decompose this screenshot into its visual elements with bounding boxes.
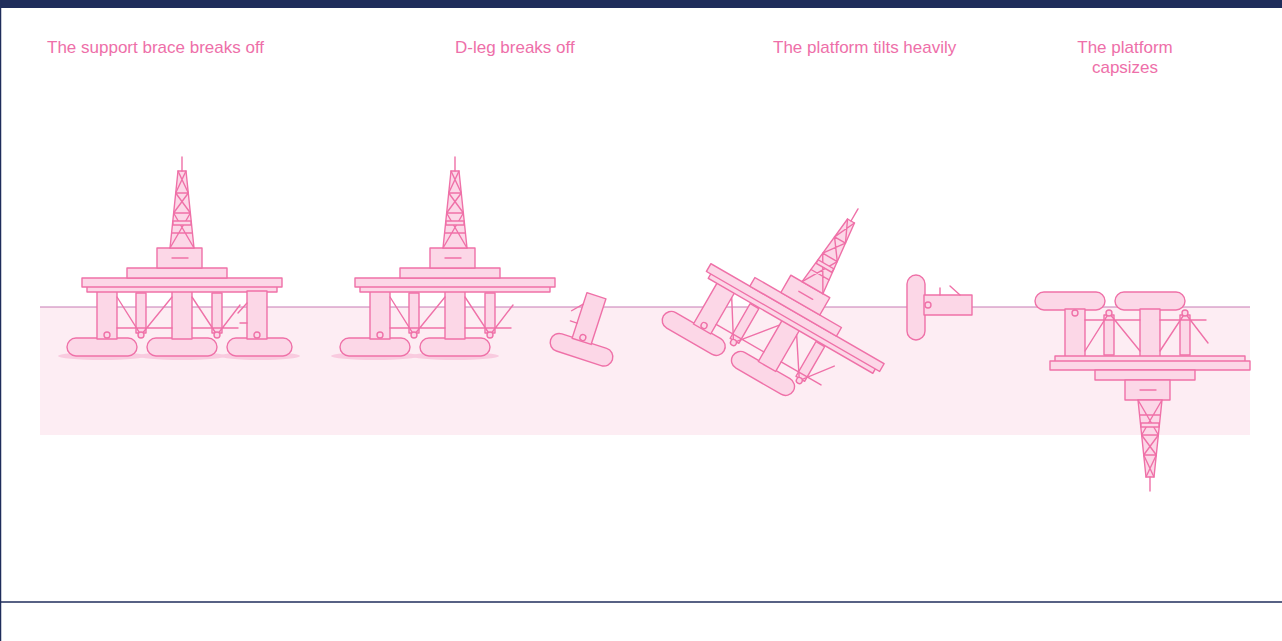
stage-caption: The support brace breaks off [47, 38, 264, 58]
stage-caption: The platform tilts heavily [773, 38, 956, 58]
stage-caption: The platform capsizes [1060, 38, 1190, 78]
platform-damaged [331, 157, 555, 360]
stage-caption: D-leg breaks off [455, 38, 575, 58]
broken-d-leg [548, 286, 630, 368]
platform-hull [340, 157, 555, 356]
d-leg [227, 291, 292, 356]
frame-line [0, 0, 1, 641]
top-bar [0, 0, 1282, 8]
floating-d-leg [907, 275, 972, 340]
platform-intact [58, 157, 300, 360]
frame-line [0, 601, 1282, 603]
platform-tilted [659, 151, 945, 431]
platform-capsized [1035, 292, 1250, 491]
